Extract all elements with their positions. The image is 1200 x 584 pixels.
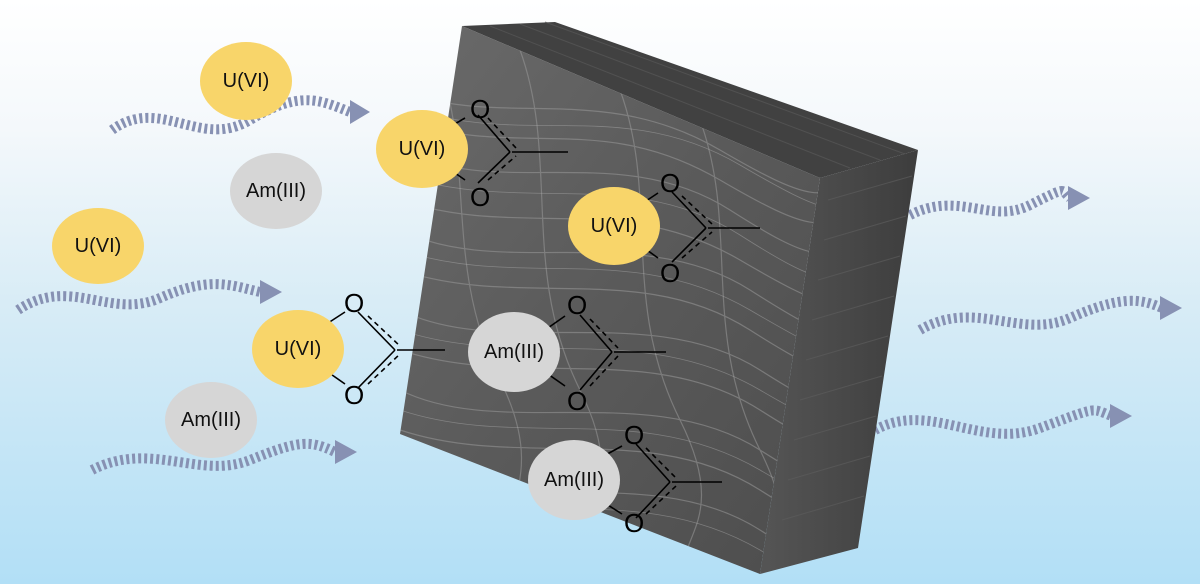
membrane-top-face bbox=[462, 22, 918, 178]
oxygen-atom-label: O bbox=[470, 94, 490, 124]
flow-arrow-icon bbox=[917, 295, 1182, 335]
membrane-front-face bbox=[400, 26, 820, 574]
carboxylate-ligand bbox=[639, 191, 760, 263]
carboxylate-ligand bbox=[544, 314, 666, 391]
americium-ion-bound: Am(III) bbox=[528, 440, 620, 520]
membrane-side-face bbox=[760, 150, 918, 574]
oxygen-atom-label: O bbox=[344, 288, 364, 318]
flow-arrow-icon bbox=[872, 404, 1132, 439]
americium-ion-free: Am(III) bbox=[165, 382, 257, 458]
uranium-ion-free: U(VI) bbox=[52, 208, 144, 284]
oxygen-atom-label: O bbox=[660, 258, 680, 288]
flow-arrow-icon bbox=[907, 186, 1090, 220]
americium-ion-bound: Am(III) bbox=[468, 312, 560, 392]
oxygen-atom-label: O bbox=[470, 182, 490, 212]
carboxylate-ligand bbox=[324, 311, 445, 389]
flow-arrow-icon bbox=[89, 438, 357, 475]
oxygen-atom-label: O bbox=[567, 290, 587, 320]
uranium-ion-bound: U(VI) bbox=[252, 310, 344, 388]
uranium-ion-free: U(VI) bbox=[200, 42, 292, 120]
oxygen-atom-label: O bbox=[567, 386, 587, 416]
uranium-ion-bound: U(VI) bbox=[376, 110, 468, 188]
oxygen-atom-label: O bbox=[660, 168, 680, 198]
flow-arrow-icon bbox=[15, 279, 282, 315]
americium-ion-free: Am(III) bbox=[230, 153, 322, 229]
oxygen-atom-label: O bbox=[344, 380, 364, 410]
oxygen-atom-label: O bbox=[624, 508, 644, 538]
uranium-ion-bound: U(VI) bbox=[568, 187, 660, 265]
oxygen-atom-label: O bbox=[624, 420, 644, 450]
flow-arrow-icon bbox=[109, 95, 370, 135]
